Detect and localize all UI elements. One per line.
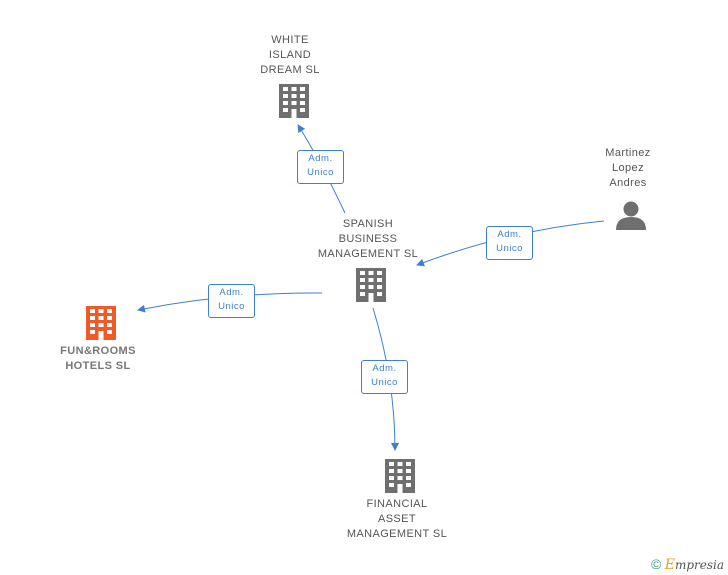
- label-line: FUN&ROOMS: [60, 345, 136, 357]
- building-icon[interactable]: [86, 306, 116, 340]
- label-line: MANAGEMENT SL: [346, 528, 448, 540]
- label-line: DREAM SL: [260, 64, 320, 76]
- badge-line: Unico: [218, 301, 245, 312]
- badge-line: Adm.: [497, 229, 522, 240]
- building-icon[interactable]: [385, 459, 415, 493]
- label-line: Andres: [609, 177, 647, 189]
- badge-line: Unico: [496, 243, 523, 254]
- node-label-spanish-business[interactable]: SPANISH BUSINESS MANAGEMENT SL: [308, 217, 428, 262]
- label-line: ASSET: [377, 513, 417, 525]
- node-label-martinez[interactable]: Martinez Lopez Andres: [588, 146, 668, 191]
- label-line: HOTELS SL: [65, 360, 131, 372]
- badge-line: Adm.: [308, 153, 333, 164]
- person-icon[interactable]: [616, 201, 646, 230]
- brand-initial: E: [664, 557, 675, 573]
- building-icon[interactable]: [279, 84, 309, 118]
- node-label-financial-asset[interactable]: FINANCIAL ASSET MANAGEMENT SL: [337, 497, 457, 542]
- copyright-symbol: ©: [651, 556, 662, 572]
- edge-badge-fun-rooms[interactable]: Adm. Unico: [208, 284, 255, 318]
- badge-line: Adm.: [219, 287, 244, 298]
- label-line: FINANCIAL: [366, 498, 428, 510]
- edge-badge-martinez[interactable]: Adm. Unico: [486, 226, 533, 260]
- badge-line: Unico: [307, 167, 334, 178]
- label-line: Martinez: [605, 147, 651, 159]
- edge-badge-white-island[interactable]: Adm. Unico: [297, 150, 344, 184]
- brand-logo: Empresia: [664, 557, 724, 573]
- label-line: Lopez: [612, 162, 644, 174]
- label-line: MANAGEMENT SL: [317, 248, 419, 260]
- node-label-fun-rooms[interactable]: FUN&ROOMS HOTELS SL: [48, 344, 148, 374]
- edge-badge-financial[interactable]: Adm. Unico: [361, 360, 408, 394]
- badge-line: Unico: [371, 377, 398, 388]
- label-line: ISLAND: [268, 49, 312, 61]
- label-line: SPANISH: [342, 218, 394, 230]
- building-icon[interactable]: [356, 268, 386, 302]
- label-line: WHITE: [271, 34, 309, 46]
- empresia-watermark: © Empresia: [651, 556, 724, 573]
- brand-name: mpresia: [674, 558, 724, 572]
- node-label-white-island[interactable]: WHITE ISLAND DREAM SL: [240, 33, 340, 78]
- label-line: BUSINESS: [338, 233, 398, 245]
- badge-line: Adm.: [372, 363, 397, 374]
